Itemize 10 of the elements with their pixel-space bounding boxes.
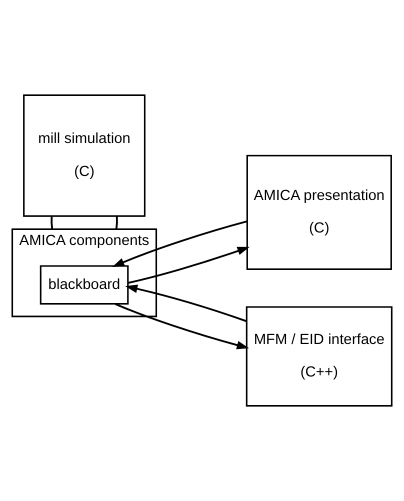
arrow <box>128 246 250 284</box>
arrow <box>125 284 247 322</box>
node-box: blackboard <box>40 265 129 305</box>
arrow <box>114 303 250 350</box>
connector <box>50 216 54 230</box>
node-box: MFM / EID interface (C++) <box>246 306 392 407</box>
arrow <box>112 220 248 268</box>
node-box: AMICA presentation (C) <box>246 154 392 270</box>
node-box: mill simulation (C) <box>23 94 146 217</box>
connector <box>115 216 118 230</box>
